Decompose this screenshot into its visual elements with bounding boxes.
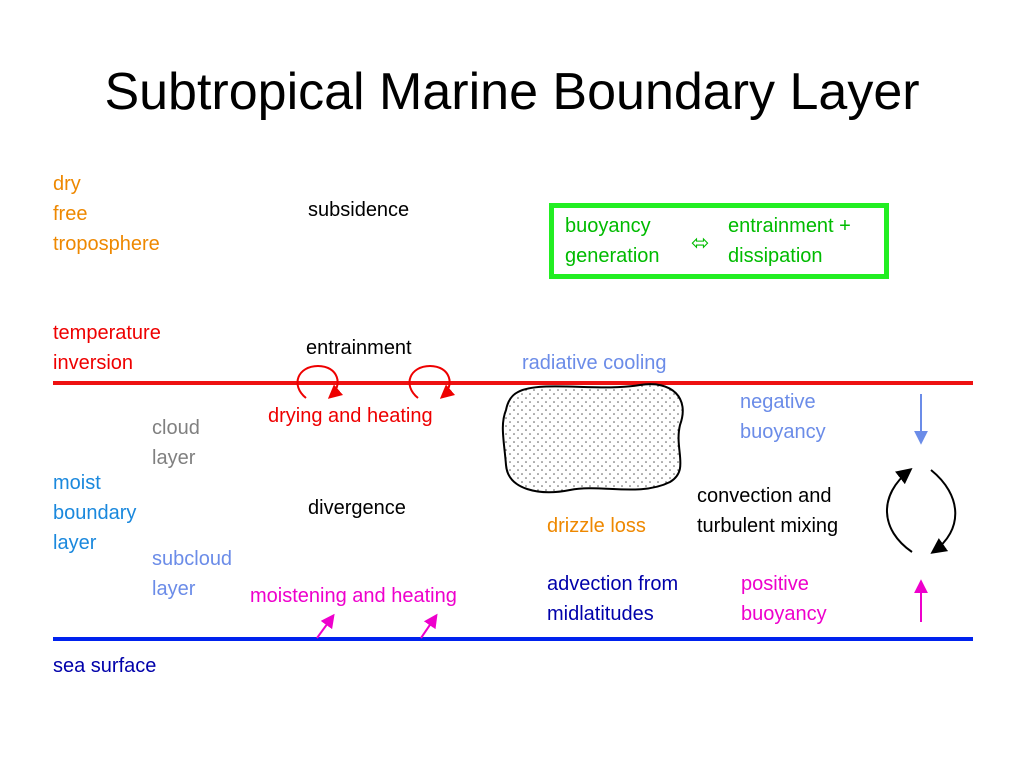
sea-surface-label: sea surface <box>53 655 157 677</box>
entrainment-label: entrainment <box>306 337 412 359</box>
entrainment-loop-icon <box>408 364 456 399</box>
entrainment-dissipation-label: entrainment + dissipation <box>728 215 851 267</box>
moist-boundary-layer-label: moist boundary layer <box>53 472 137 554</box>
up-arrow-icon <box>316 613 335 639</box>
convection-label: convection and turbulent mixing <box>697 485 839 537</box>
cloud-layer-label: cloud layer <box>152 417 200 469</box>
subcloud-layer-label: subcloud layer <box>152 548 233 600</box>
divergence-label: divergence <box>308 497 406 519</box>
drying-and-heating-label: drying and heating <box>268 405 433 427</box>
dry-free-troposphere-label: dry free troposphere <box>53 173 160 255</box>
up-arrow-icon <box>420 613 438 639</box>
negative-buoyancy-label: negative buoyancy <box>740 391 826 443</box>
entrainment-loop-icon <box>296 364 344 399</box>
radiative-cooling-label: radiative cooling <box>522 352 667 374</box>
subsidence-label: subsidence <box>308 199 410 221</box>
moistening-and-heating-label: moistening and heating <box>250 585 457 607</box>
positive-buoyancy-label: positive buoyancy <box>741 573 827 625</box>
cloud-icon <box>501 383 684 494</box>
temperature-inversion-label: temperature inversion <box>53 322 161 374</box>
balance-box <box>549 203 889 279</box>
slide-title: Subtropical Marine Boundary Layer <box>104 63 920 121</box>
drizzle-loss-label: drizzle loss <box>547 515 646 537</box>
advection-label: advection from midlatitudes <box>547 573 679 625</box>
buoyancy-generation-label: buoyancy generation <box>565 215 660 267</box>
double-arrow-icon: ⬄ <box>691 230 710 255</box>
convection-cycle-icon <box>886 468 957 554</box>
